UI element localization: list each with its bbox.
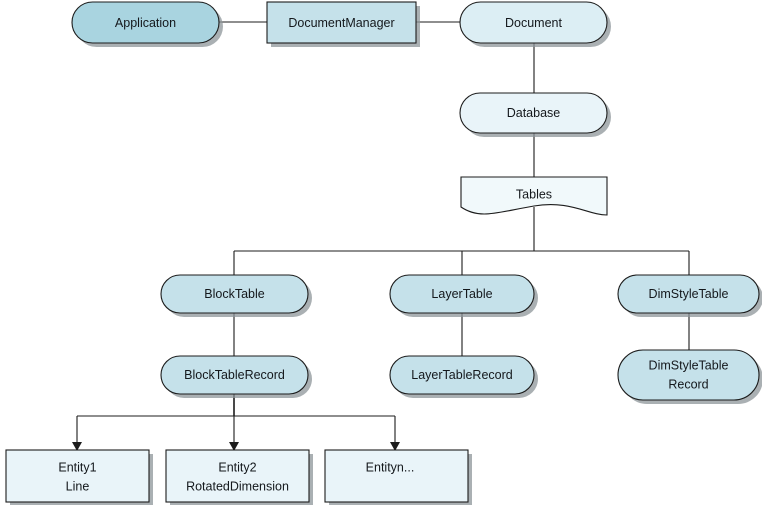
entity2-body xyxy=(165,449,310,503)
application-label: Application xyxy=(115,16,176,30)
node-document-manager[interactable]: DocumentManager xyxy=(266,1,420,47)
node-entity2[interactable]: Entity2 RotatedDimension xyxy=(165,449,313,505)
tables-body xyxy=(460,176,608,216)
entity2-label-line2: RotatedDimension xyxy=(186,479,289,493)
node-entityn[interactable]: Entityn... xyxy=(324,449,472,505)
layer-table-record-body xyxy=(389,355,535,395)
layer-table-record-label: LayerTableRecord xyxy=(411,368,512,382)
node-layer-table-record[interactable]: LayerTableRecord xyxy=(389,355,538,398)
block-table-record-label: BlockTableRecord xyxy=(184,368,285,382)
tables-label: Tables xyxy=(516,187,552,201)
database-label: Database xyxy=(507,106,561,120)
node-database[interactable]: Database xyxy=(459,92,611,137)
document-manager-body xyxy=(266,1,417,44)
dim-style-record-label-line2: Record xyxy=(668,377,708,391)
layer-table-label: LayerTable xyxy=(431,287,492,301)
dim-style-record-label-line1: DimStyleTable xyxy=(649,358,729,372)
arrowhead-entity2 xyxy=(229,442,239,451)
node-block-table-record[interactable]: BlockTableRecord xyxy=(160,355,312,398)
database-body xyxy=(459,92,608,134)
node-block-table[interactable]: BlockTable xyxy=(160,274,312,317)
dim-style-table-body xyxy=(617,274,760,314)
entity1-body xyxy=(5,449,150,503)
node-dim-style-table[interactable]: DimStyleTable xyxy=(617,274,762,317)
entity1-label-line2: Line xyxy=(66,479,90,493)
node-application[interactable]: Application xyxy=(71,1,223,47)
edge-layer xyxy=(72,21,690,451)
node-entity1[interactable]: Entity1 Line xyxy=(5,449,153,505)
node-tables[interactable]: Tables xyxy=(460,176,608,216)
document-body xyxy=(459,1,608,44)
entityn-label: Entityn... xyxy=(366,460,415,474)
application-body xyxy=(71,1,220,44)
block-table-body xyxy=(160,274,309,314)
node-layer-table[interactable]: LayerTable xyxy=(389,274,538,317)
arrowhead-entity1 xyxy=(72,442,82,451)
dim-style-record-body xyxy=(617,349,760,401)
block-table-label: BlockTable xyxy=(204,287,264,301)
block-table-record-body xyxy=(160,355,309,395)
arrowhead-entityn xyxy=(390,442,400,451)
document-manager-label: DocumentManager xyxy=(288,16,394,30)
document-label: Document xyxy=(505,16,562,30)
entityn-body xyxy=(324,449,469,503)
entity1-label-line1: Entity1 xyxy=(58,460,96,474)
entity2-label-line1: Entity2 xyxy=(218,460,256,474)
node-dim-style-table-record[interactable]: DimStyleTable Record xyxy=(617,349,762,404)
dim-style-table-label: DimStyleTable xyxy=(649,287,729,301)
layer-table-body xyxy=(389,274,535,314)
node-document[interactable]: Document xyxy=(459,1,611,47)
